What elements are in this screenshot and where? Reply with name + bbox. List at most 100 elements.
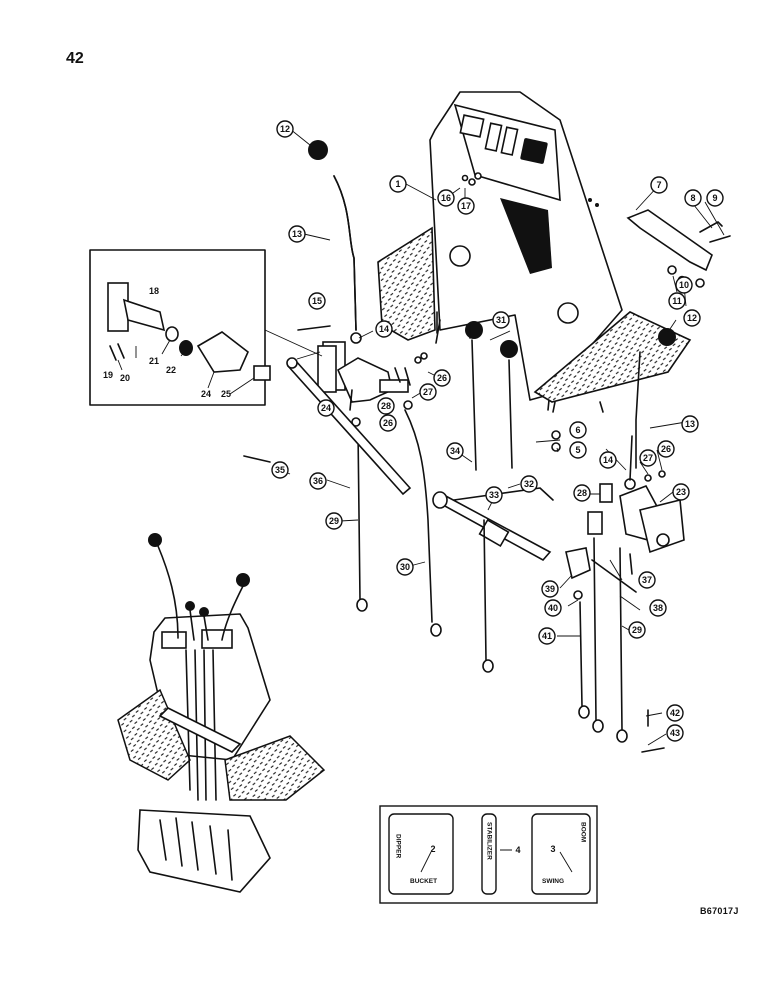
callout-label: 14 bbox=[603, 455, 613, 465]
callout-label: 1 bbox=[395, 179, 400, 189]
decal-bucket-label: BUCKET bbox=[410, 878, 437, 885]
callout-41: 41 bbox=[538, 627, 556, 645]
cross-shaft bbox=[243, 357, 554, 673]
callout-label: 26 bbox=[437, 373, 447, 383]
callout-label: 11 bbox=[672, 296, 682, 306]
page-number: 42 bbox=[66, 50, 84, 67]
callout-11: 11 bbox=[668, 292, 686, 310]
callout-4: 4 bbox=[515, 845, 520, 855]
callout-label: 6 bbox=[575, 425, 580, 435]
callout-5: 5 bbox=[569, 441, 587, 459]
callout-label: 41 bbox=[542, 631, 552, 641]
callout-label: 43 bbox=[670, 728, 680, 738]
callout-label: 3 bbox=[550, 844, 555, 854]
callout-40: 40 bbox=[544, 599, 562, 617]
callout-label: 23 bbox=[676, 487, 686, 497]
callout-label: 33 bbox=[489, 490, 499, 500]
callout-label: 39 bbox=[545, 584, 555, 594]
callout-label: 13 bbox=[685, 419, 695, 429]
callout-label: 29 bbox=[329, 516, 339, 526]
callout-1: 1 bbox=[389, 175, 407, 193]
callout-43: 43 bbox=[666, 724, 684, 742]
callout-label: 12 bbox=[687, 313, 697, 323]
left-lever-linkage bbox=[297, 325, 442, 637]
console-overview-assembly bbox=[117, 533, 326, 893]
callout-10: 10 bbox=[675, 276, 693, 294]
callout-label: 31 bbox=[496, 315, 506, 325]
callout-label: 35 bbox=[275, 465, 285, 475]
callout-label: 19 bbox=[103, 370, 113, 380]
callout-label: 14 bbox=[379, 324, 389, 334]
callout-26: 26 bbox=[433, 369, 451, 387]
pivot-detail-inset bbox=[89, 249, 323, 406]
callout-27: 27 bbox=[419, 383, 437, 401]
callout-label: 32 bbox=[524, 479, 534, 489]
callout-17: 17 bbox=[457, 197, 475, 215]
callout-label: 38 bbox=[653, 603, 663, 613]
decal-dipper-label: DIPPER bbox=[395, 834, 402, 859]
decal-panel: DIPPER BUCKET STABILIZER BOOM SWING bbox=[379, 805, 598, 904]
callout-label: 40 bbox=[548, 603, 558, 613]
callout-23: 23 bbox=[672, 483, 690, 501]
callout-24: 24 bbox=[201, 389, 211, 399]
callout-13b: 13 bbox=[681, 415, 699, 433]
callout-15: 15 bbox=[308, 292, 326, 310]
callout-label: 28 bbox=[381, 401, 391, 411]
callout-39: 39 bbox=[541, 580, 559, 598]
callout-35: 35 bbox=[271, 461, 289, 479]
callout-27b: 27 bbox=[639, 449, 657, 467]
callout-label: 28 bbox=[577, 488, 587, 498]
callout-31: 31 bbox=[492, 311, 510, 329]
control-levers bbox=[308, 140, 676, 471]
callout-37: 37 bbox=[638, 571, 656, 589]
callout-29b: 29 bbox=[628, 621, 646, 639]
callout-20: 20 bbox=[120, 373, 130, 383]
callout-18: 18 bbox=[149, 286, 159, 296]
callout-label: 37 bbox=[642, 575, 652, 585]
callout-24b: 24 bbox=[317, 399, 335, 417]
callout-label: 7 bbox=[656, 180, 661, 190]
callout-label: 18 bbox=[149, 286, 159, 296]
callout-label: 10 bbox=[679, 280, 689, 290]
callout-label: 12 bbox=[280, 124, 290, 134]
callout-25: 25 bbox=[221, 389, 231, 399]
callout-label: 42 bbox=[670, 708, 680, 718]
callout-label: 4 bbox=[515, 845, 520, 855]
callout-13: 13 bbox=[288, 225, 306, 243]
callout-26c: 26 bbox=[657, 440, 675, 458]
callout-29: 29 bbox=[325, 512, 343, 530]
callout-28: 28 bbox=[377, 397, 395, 415]
callout-7: 7 bbox=[650, 176, 668, 194]
callout-label: 17 bbox=[461, 201, 471, 211]
figure-code: B67017J bbox=[700, 906, 739, 916]
callout-label: 36 bbox=[313, 476, 323, 486]
callout-label: 21 bbox=[149, 356, 159, 366]
callout-34: 34 bbox=[446, 442, 464, 460]
callout-label: 27 bbox=[643, 453, 653, 463]
callout-label: 13 bbox=[292, 229, 302, 239]
callout-28b: 28 bbox=[573, 484, 591, 502]
decal-stabilizer-label: STABILIZER bbox=[486, 822, 493, 860]
callout-14: 14 bbox=[375, 320, 393, 338]
callout-12b: 12 bbox=[683, 309, 701, 327]
callout-22: 22 bbox=[166, 365, 176, 375]
callout-14b: 14 bbox=[599, 451, 617, 469]
callout-label: 2 bbox=[430, 844, 435, 854]
callout-38: 38 bbox=[649, 599, 667, 617]
callout-19: 19 bbox=[103, 370, 113, 380]
decal-boom-label: BOOM bbox=[580, 822, 587, 842]
callout-9: 9 bbox=[706, 189, 724, 207]
callout-21: 21 bbox=[149, 356, 159, 366]
callout-label: 15 bbox=[312, 296, 322, 306]
callout-30: 30 bbox=[396, 558, 414, 576]
callout-12: 12 bbox=[276, 120, 294, 138]
callout-3: 3 bbox=[550, 844, 555, 854]
callout-33: 33 bbox=[485, 486, 503, 504]
callout-label: 27 bbox=[423, 387, 433, 397]
callout-26b: 26 bbox=[379, 414, 397, 432]
callout-label: 26 bbox=[383, 418, 393, 428]
callout-label: 30 bbox=[400, 562, 410, 572]
callout-2: 2 bbox=[430, 844, 435, 854]
callout-32: 32 bbox=[520, 475, 538, 493]
callout-label: 25 bbox=[221, 389, 231, 399]
